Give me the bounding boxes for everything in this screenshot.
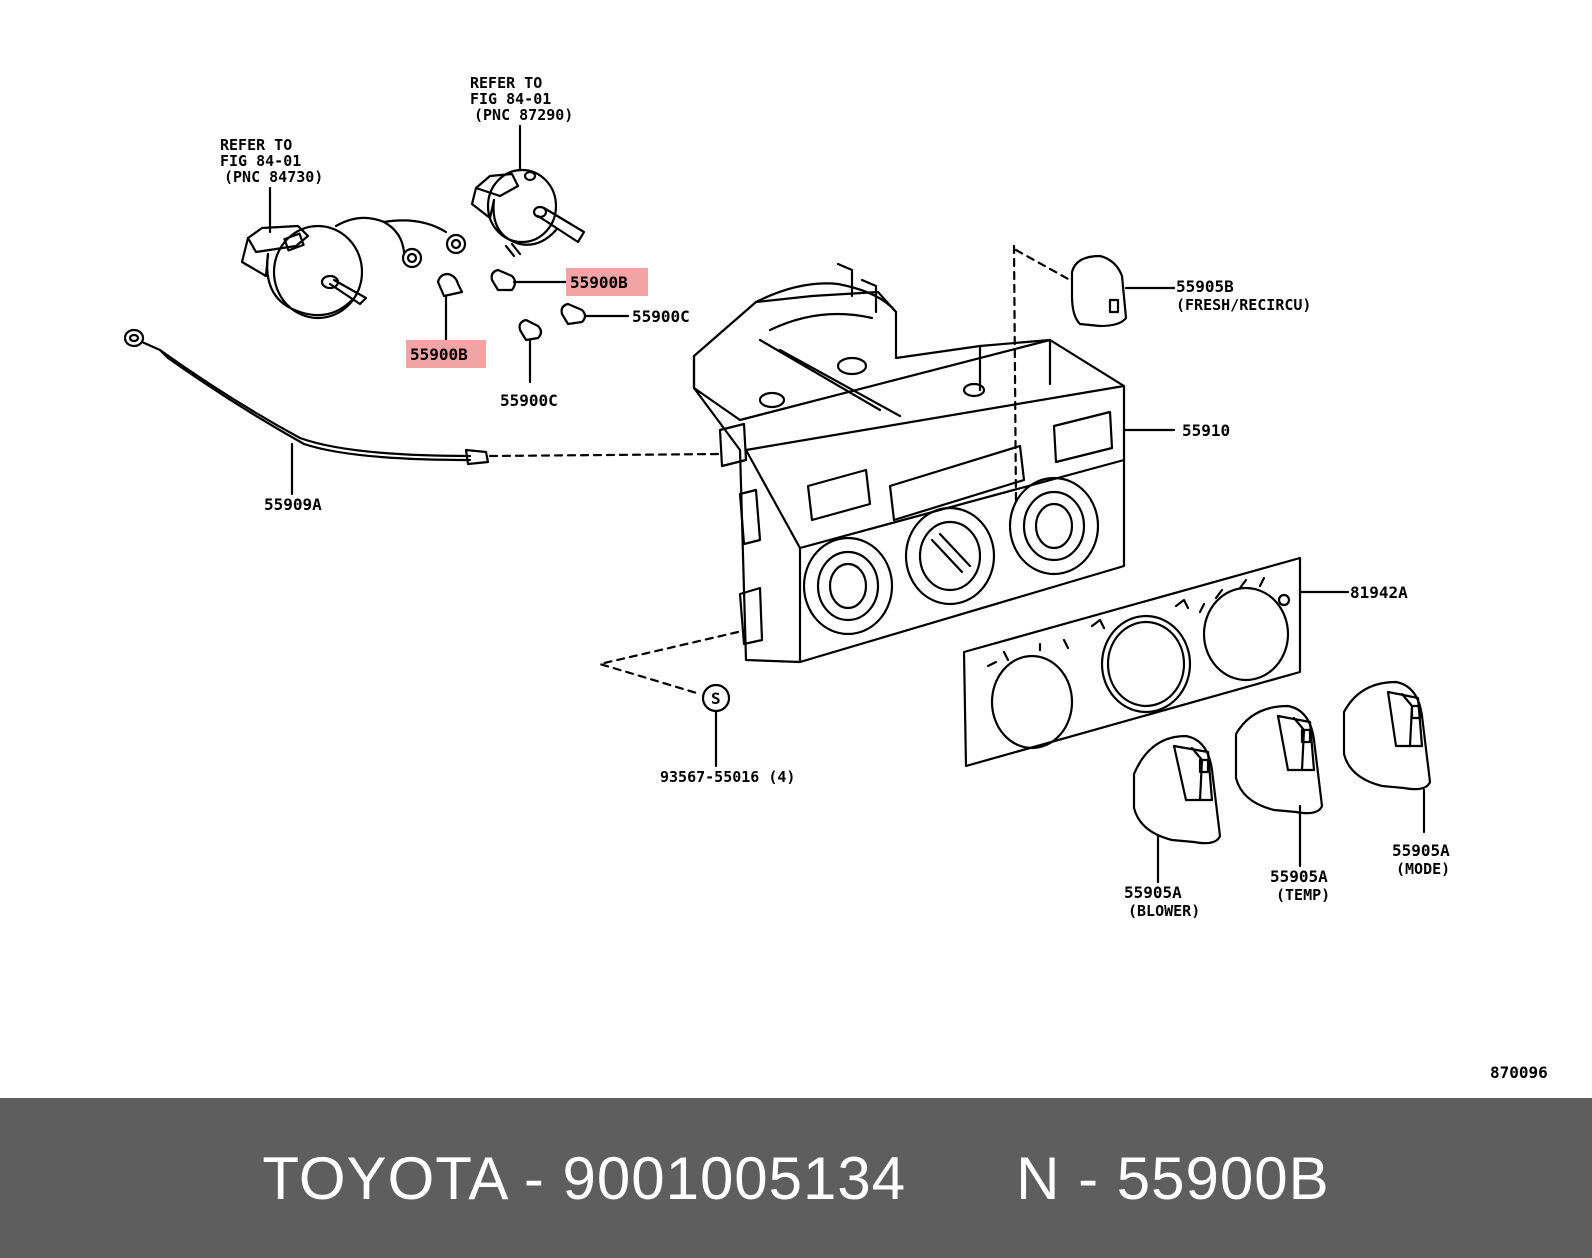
bulb-55900b-left bbox=[436, 272, 464, 342]
figure-number: 870096 bbox=[1490, 1063, 1548, 1082]
label-55900b-lower: 55900B bbox=[410, 345, 468, 364]
footer-brand-part: TOYOTA - 9001005134 bbox=[262, 1144, 907, 1212]
front-panel bbox=[962, 556, 1350, 768]
footer-bar: TOYOTA - 9001005134 N - 55900B bbox=[0, 1098, 1592, 1258]
highlight-55900b-lower bbox=[406, 340, 486, 368]
label-55900c-right: 55900C bbox=[632, 307, 690, 326]
control-housing bbox=[692, 262, 1176, 664]
upper-actuator-motor bbox=[470, 124, 586, 258]
bulb-55900c-lower bbox=[518, 318, 543, 384]
highlight-55900b-upper bbox=[566, 268, 648, 296]
knob-fresh-recirc bbox=[1070, 254, 1176, 328]
footer-ref: N - 55900B bbox=[1016, 1144, 1330, 1212]
left-actuator-motor bbox=[240, 186, 467, 320]
label-knob-blower: 55905A bbox=[1124, 883, 1182, 902]
label-knob-blower-desc: (BLOWER) bbox=[1128, 902, 1200, 920]
control-cable bbox=[123, 328, 490, 496]
label-knob-temp-desc: (TEMP) bbox=[1276, 886, 1330, 904]
knob-temp bbox=[1234, 704, 1324, 868]
label-cable: 55909A bbox=[264, 495, 322, 514]
label-screw: 93567-55016 (4) bbox=[660, 768, 795, 786]
diagram-canvas: REFER TO FIG 84-01 (PNC 84730) REFER TO … bbox=[123, 74, 1548, 1082]
bulb-55900b-upper bbox=[490, 268, 568, 292]
label-knob-mode-desc: (MODE) bbox=[1396, 860, 1450, 878]
refer-top-line3: (PNC 87290) bbox=[474, 106, 573, 124]
label-knob-mode: 55905A bbox=[1392, 841, 1450, 860]
refer-left-line2: FIG 84-01 bbox=[220, 152, 301, 170]
bulb-55900c-right bbox=[560, 302, 630, 326]
label-knob-fresh-desc: (FRESH/RECIRCU) bbox=[1176, 296, 1311, 314]
label-55900c-lower: 55900C bbox=[500, 391, 558, 410]
knob-mode bbox=[1342, 680, 1432, 834]
refer-top-line2: FIG 84-01 bbox=[470, 90, 551, 108]
label-knob-fresh: 55905B bbox=[1176, 277, 1234, 296]
refer-left-line3: (PNC 84730) bbox=[224, 168, 323, 186]
knob-blower bbox=[1132, 734, 1222, 884]
refer-left-line1: REFER TO bbox=[220, 136, 292, 154]
label-panel: 81942A bbox=[1350, 583, 1408, 602]
label-housing: 55910 bbox=[1182, 421, 1230, 440]
label-knob-temp: 55905A bbox=[1270, 867, 1328, 886]
screw-symbol: S bbox=[711, 689, 721, 708]
refer-top-line1: REFER TO bbox=[470, 74, 542, 92]
label-55900b-upper: 55900B bbox=[570, 273, 628, 292]
